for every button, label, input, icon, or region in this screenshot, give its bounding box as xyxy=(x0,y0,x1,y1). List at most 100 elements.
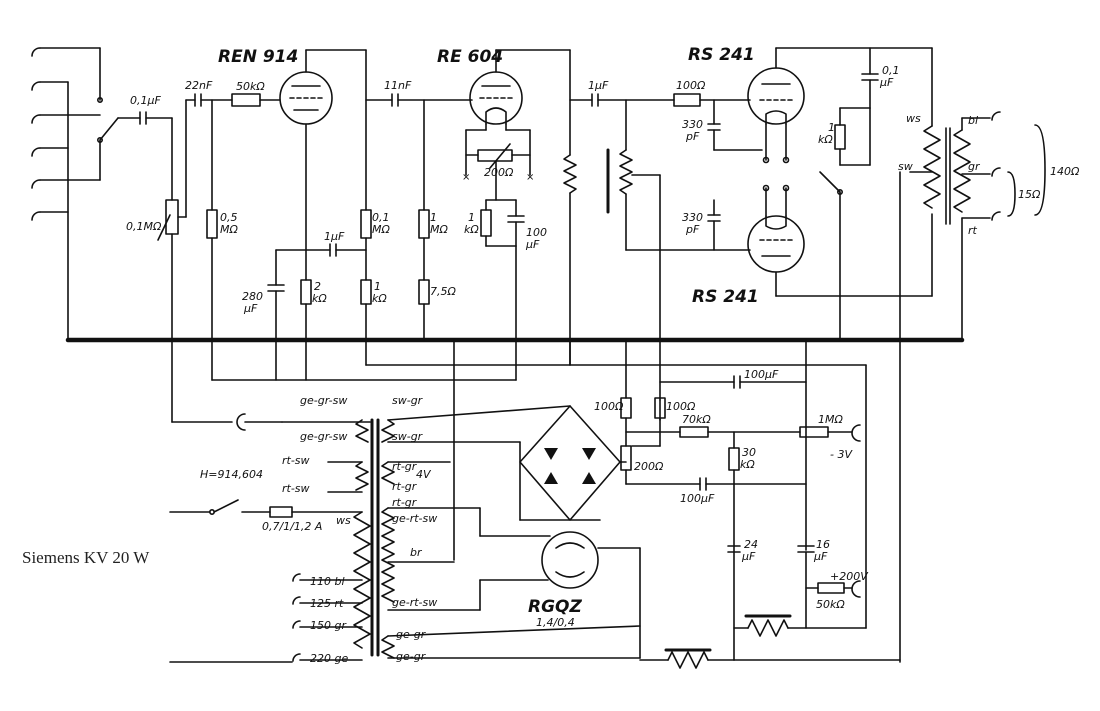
label-tap-150: 150 gr xyxy=(310,619,347,632)
label-c-24-unit: µF xyxy=(741,550,756,563)
label-c-330-a-unit: pF xyxy=(685,130,700,143)
label-rt-sw-1: rt-sw xyxy=(282,454,310,467)
label-r-1m: 1 xyxy=(430,211,437,224)
label-c-330-a: 330 xyxy=(682,118,703,131)
filter-chokes xyxy=(639,614,901,669)
resistor-50k xyxy=(231,93,261,107)
label-c-24: 24 xyxy=(744,538,758,551)
label-r-100-a: 100Ω xyxy=(594,400,624,413)
label-pot-200-top: 200Ω xyxy=(484,166,514,179)
plate-load-stage1 xyxy=(360,49,372,366)
label-c-280: 280 xyxy=(242,290,263,303)
label-c-01-out: 0,1 xyxy=(882,64,900,77)
label-ge-gr-sw-1: ge-gr-sw xyxy=(300,394,347,407)
label-ge-gr-2: ge-gr xyxy=(396,650,427,663)
label-r-1k-a-unit: kΩ xyxy=(372,292,387,305)
tube-rgqz xyxy=(541,531,641,659)
label-c-100-top: 100 xyxy=(526,226,547,239)
label-sw-gr-1: sw-gr xyxy=(392,394,424,407)
coupling-capacitor-1u xyxy=(569,93,751,401)
label-r-01m: 0,1 xyxy=(372,211,390,224)
label-r-7-5: 7,5Ω xyxy=(430,285,456,298)
label-ge-rt-sw-1: ge-rt-sw xyxy=(392,512,437,525)
output-switch-network xyxy=(819,47,879,341)
label-r-70k: 70kΩ xyxy=(682,413,711,426)
schematic-caption: Siemens KV 20 W xyxy=(22,548,150,567)
label-c-22n: 22nF xyxy=(185,79,213,92)
cathode-network-stage2 xyxy=(480,199,525,381)
label-c-in: 0,1µF xyxy=(130,94,161,107)
grid-capacitor-22n xyxy=(185,93,233,211)
power-supply-wiring xyxy=(171,339,867,629)
label-out-sw: sw xyxy=(898,160,913,173)
input-jacks xyxy=(31,47,141,341)
label-r-2k-unit: kΩ xyxy=(312,292,327,305)
label-r-50k-b: 50kΩ xyxy=(816,598,845,611)
label-rt-sw-2: rt-sw xyxy=(282,482,310,495)
label-ge-rt-sw-2: ge-rt-sw xyxy=(392,596,437,609)
label-c-100-low: 100µF xyxy=(680,492,715,505)
label-rect-spec: 1,4/0,4 xyxy=(536,616,575,629)
label-out-15: 15Ω xyxy=(1018,188,1041,201)
label-out-bl: bl xyxy=(968,114,978,127)
cross-mark-a: × xyxy=(462,172,470,183)
label-c-100-mid: 100µF xyxy=(744,368,779,381)
label-c-330-b-unit: pF xyxy=(685,223,700,236)
label-c-280-unit: µF xyxy=(243,302,258,315)
label-tube-rs241-bottom: RS 241 xyxy=(692,287,759,307)
label-tap-125: 125 rt xyxy=(310,597,344,610)
label-r-100-b: 100Ω xyxy=(666,400,696,413)
label-c-16: 16 xyxy=(816,538,830,551)
label-r-30k: 30 xyxy=(742,446,756,459)
label-r-1m-bias: 1MΩ xyxy=(818,413,843,426)
label-c-1u-rs: 1µF xyxy=(588,79,609,92)
label-ge-gr-1: ge-gr xyxy=(396,628,427,641)
label-c-16-unit: µF xyxy=(813,550,828,563)
label-tube-ren914: REN 914 xyxy=(218,47,298,67)
label-tube-rgqz: RGQZ xyxy=(528,597,582,617)
label-tap-220: 220 ge xyxy=(310,652,348,665)
label-r-2k: 2 xyxy=(314,280,321,293)
label-v-neg3: - 3V xyxy=(830,448,853,461)
bridge-rectifier xyxy=(519,405,627,521)
power-transformer xyxy=(169,405,641,663)
cross-mark-b: × xyxy=(526,172,534,183)
label-r-05m: 0,5 xyxy=(220,211,238,224)
label-r-01m-unit: MΩ xyxy=(372,223,390,236)
tube-rs241-top xyxy=(747,47,933,164)
label-pot-in: 0,1MΩ xyxy=(126,220,162,233)
label-tap-110: 110 bl xyxy=(310,575,345,588)
label-v-4: 4V xyxy=(416,468,432,481)
label-sw-gr-2: sw-gr xyxy=(392,430,424,443)
input-coupling-capacitor xyxy=(139,111,173,125)
resistor-0-5m xyxy=(206,209,218,239)
label-r-30k-unit: kΩ xyxy=(740,458,755,471)
volume-potentiometer xyxy=(157,99,187,341)
label-r-50k: 50kΩ xyxy=(236,80,265,93)
label-r-1k-b: 1 xyxy=(468,211,475,224)
label-c-01-out-unit: µF xyxy=(879,76,894,89)
label-out-140: 140Ω xyxy=(1050,165,1080,178)
label-rt-gr-2: rt-gr xyxy=(392,480,418,493)
output-transformer xyxy=(899,47,1046,663)
label-tube-re604: RE 604 xyxy=(437,47,503,67)
label-out-gr: gr xyxy=(968,160,981,173)
label-r-1m-unit: MΩ xyxy=(430,223,448,236)
label-r-05m-unit: MΩ xyxy=(220,223,238,236)
label-tube-rs241-top: RS 241 xyxy=(688,45,755,65)
label-c-330-b: 330 xyxy=(682,211,703,224)
coupling-capacitor-11n xyxy=(365,93,473,341)
label-pot-200-bias: 200Ω xyxy=(634,460,664,473)
label-rt-gr-3: rt-gr xyxy=(392,496,418,509)
label-br: br xyxy=(410,546,423,559)
label-c-1u-mid: 1µF xyxy=(324,230,345,243)
label-r-1k-a: 1 xyxy=(374,280,381,293)
label-r-1k-out: 1 xyxy=(828,121,835,134)
label-c-100-top-unit: µF xyxy=(525,238,540,251)
label-v-200: +200V xyxy=(830,570,869,583)
tube-re604: × × xyxy=(462,49,577,366)
label-heater: H=914,604 xyxy=(200,468,263,481)
label-r-1k-b-unit: kΩ xyxy=(464,223,479,236)
label-fuse: 0,7/1/1,2 A xyxy=(262,520,322,533)
